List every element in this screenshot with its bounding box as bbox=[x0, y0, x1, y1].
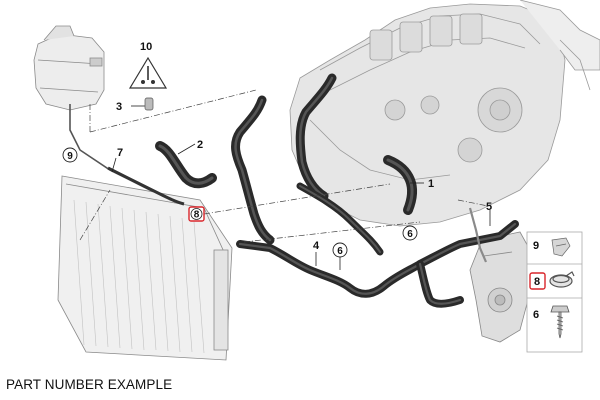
callout-9-circle: 9 bbox=[62, 147, 78, 163]
water-pump-housing bbox=[469, 231, 531, 343]
callout-6b-circle: 6 bbox=[402, 225, 418, 241]
bleed-screw bbox=[144, 97, 154, 111]
callout-8: 8 bbox=[194, 210, 200, 221]
caption-part-number-example: PART NUMBER EXAMPLE bbox=[6, 377, 173, 392]
legend-8-highlight[interactable] bbox=[529, 272, 546, 290]
return-tube bbox=[468, 207, 488, 263]
coolant-hoses bbox=[155, 73, 519, 308]
callout-7: 7 bbox=[117, 147, 123, 159]
expansion-tank bbox=[33, 25, 105, 111]
callout-6a: 6 bbox=[337, 246, 343, 257]
callout-9: 9 bbox=[67, 151, 73, 162]
bleed-tube bbox=[107, 166, 185, 206]
legend-label-8: 8 bbox=[534, 276, 540, 288]
callout-6a-circle: 6 bbox=[332, 242, 348, 258]
callout-1: 1 bbox=[428, 178, 434, 190]
callout-2: 2 bbox=[197, 139, 203, 151]
callout-5: 5 bbox=[486, 201, 492, 213]
parts-legend: 9 8 6 bbox=[526, 231, 583, 353]
warning-label-icon bbox=[128, 56, 168, 89]
screw-icon bbox=[550, 305, 570, 339]
clip-icon bbox=[551, 237, 571, 257]
leader-lines bbox=[79, 89, 489, 243]
callout-4: 4 bbox=[313, 240, 320, 252]
callout-6b: 6 bbox=[407, 229, 413, 240]
legend-label-6: 6 bbox=[533, 309, 539, 321]
legend-label-9: 9 bbox=[533, 240, 539, 252]
engine-block bbox=[289, 0, 600, 227]
radiator bbox=[57, 175, 233, 361]
hose-clamp-icon bbox=[549, 271, 575, 288]
cooling-system-diagram: 10 3 2 7 1 4 5 9 6 6 8 9 8 bbox=[33, 0, 600, 361]
callout-8-highlight[interactable]: 8 bbox=[188, 206, 205, 222]
callout-10: 10 bbox=[140, 41, 152, 53]
callout-3: 3 bbox=[116, 101, 122, 113]
